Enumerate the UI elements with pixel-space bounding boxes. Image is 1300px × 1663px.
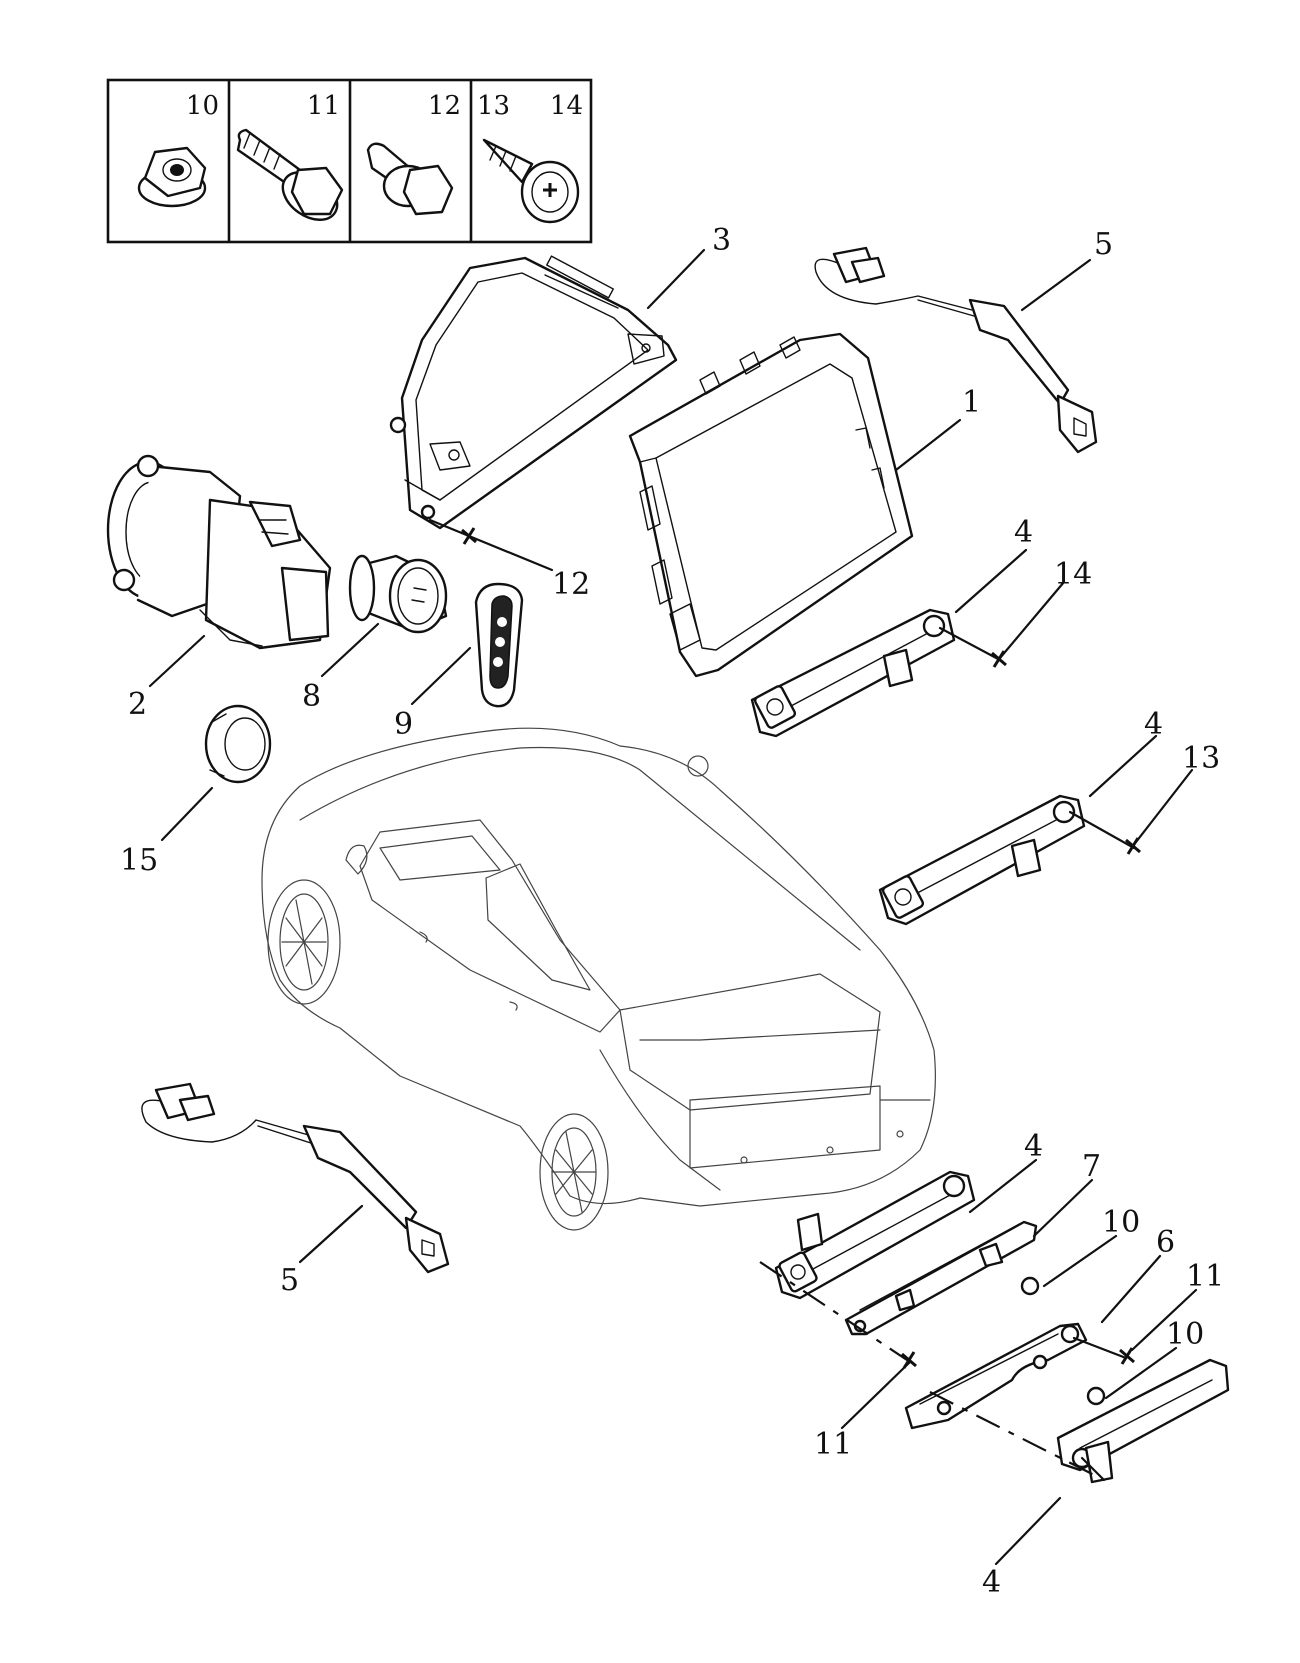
callout-9: 9: [394, 707, 413, 742]
part-9-key-fob: [474, 582, 524, 708]
flange-bolt-icon: [236, 128, 344, 221]
legend-number-13: 13: [477, 91, 510, 121]
part-4-antenna-c: [774, 1170, 976, 1300]
callout-13: 13: [1182, 741, 1220, 776]
callout-4-a: 4: [1014, 515, 1033, 550]
callout-15: 15: [120, 843, 158, 878]
part-3-bracket-frame: [389, 255, 678, 530]
leader-lines: [148, 248, 1198, 1566]
callout-12: 12: [552, 567, 590, 602]
callout-4-c: 4: [1024, 1129, 1043, 1164]
legend-number-14: 14: [550, 91, 583, 121]
part-5-antenna-harness-bottom: [141, 1082, 450, 1274]
callout-4-b: 4: [1144, 707, 1163, 742]
callout-1: 1: [962, 385, 981, 420]
part-15-ring: [204, 704, 272, 784]
bolt-with-washer-icon: [366, 142, 454, 216]
callout-11-b: 11: [1186, 1259, 1224, 1294]
callout-5-bottom: 5: [280, 1263, 299, 1298]
part-8-start-button: [348, 554, 448, 634]
callout-7: 7: [1082, 1149, 1101, 1184]
callout-8: 8: [302, 679, 321, 714]
part-2-ignition-lock: [106, 454, 332, 650]
self-tapping-screw-icon: [482, 138, 580, 224]
callout-2: 2: [128, 687, 147, 722]
callout-numbers: 3 5 1 12 2 8 9 15 4 14 4 13 5 4 7 10 6 1…: [120, 223, 1224, 1600]
legend-number-12: 12: [428, 91, 461, 121]
washer-10-a: [1020, 1276, 1040, 1296]
washer-10-b: [1086, 1386, 1106, 1406]
part-6-bracket: [904, 1322, 1088, 1430]
part-4-antenna-b: [878, 794, 1086, 926]
fastener-legend: 10 11 12 13 14: [106, 78, 593, 244]
callout-4-d: 4: [982, 1565, 1001, 1600]
callout-6: 6: [1156, 1225, 1175, 1260]
callout-10-a: 10: [1102, 1205, 1140, 1240]
callout-3: 3: [712, 223, 731, 258]
part-4-antenna-d: [1056, 1358, 1230, 1484]
vehicle-outline: [261, 727, 936, 1231]
part-1-control-module: [628, 332, 914, 678]
legend-number-10: 10: [186, 91, 219, 121]
fastener-marks: [461, 527, 1141, 1369]
flange-nut-icon: [137, 146, 207, 208]
callout-5-top: 5: [1094, 227, 1113, 262]
callout-10-b: 10: [1166, 1317, 1204, 1352]
part-4-antenna-a: [750, 608, 956, 738]
callout-14: 14: [1054, 557, 1092, 592]
legend-number-11: 11: [307, 91, 340, 121]
part-5-antenna-harness-top: [814, 246, 1098, 454]
part-7-bracket: [844, 1220, 1038, 1336]
callout-11-a: 11: [814, 1427, 852, 1462]
